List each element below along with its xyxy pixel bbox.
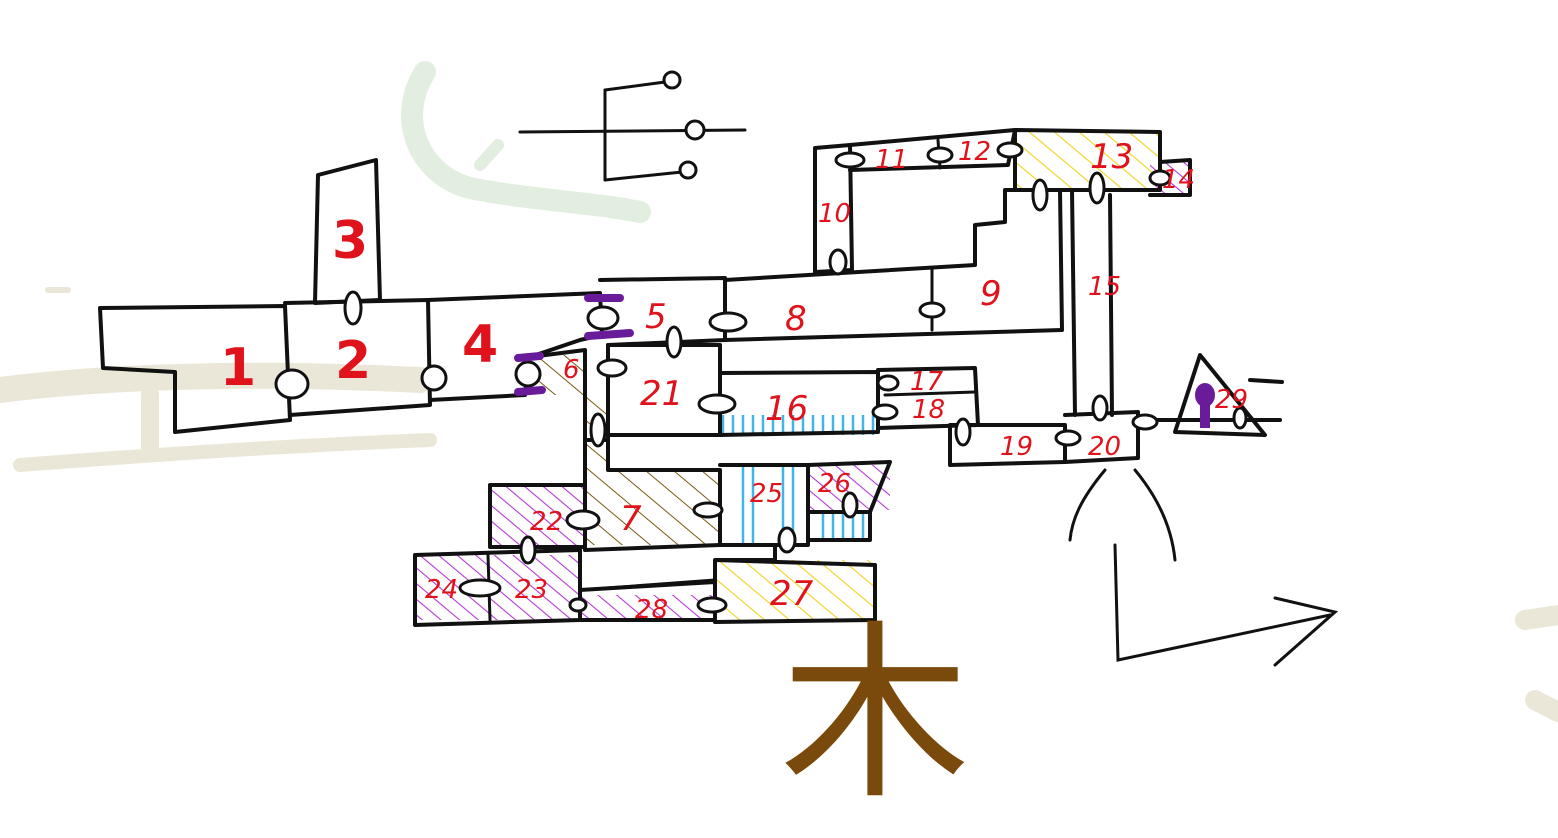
room-label-21: 21 xyxy=(640,374,683,414)
room-1-outline xyxy=(98,304,292,434)
stripe-room-16 xyxy=(720,415,875,435)
room-label-4: 4 xyxy=(462,315,498,375)
room-8-outline xyxy=(723,188,1064,342)
room-label-26: 26 xyxy=(818,469,851,499)
room-28-top xyxy=(578,578,717,592)
room-label-9: 9 xyxy=(980,274,1002,314)
room-15-outline xyxy=(1070,188,1114,417)
room-label-15: 15 xyxy=(1088,272,1121,302)
room-label-3: 3 xyxy=(332,211,368,271)
room-label-11: 11 xyxy=(875,145,908,175)
room-label-13: 13 xyxy=(1090,137,1133,177)
room-label-7: 7 xyxy=(620,499,642,539)
hatch-room-13 xyxy=(1015,130,1160,190)
exit-arrow xyxy=(1068,468,1339,667)
stripe-room-25b xyxy=(778,465,800,545)
room-label-18: 18 xyxy=(912,395,945,425)
room-label-28: 28 xyxy=(635,595,668,625)
room-label-1: 1 xyxy=(220,338,256,398)
doors xyxy=(274,141,1248,614)
hatch-room-28 xyxy=(580,595,715,618)
hatch-room-22 xyxy=(490,485,585,545)
room-22-outline xyxy=(488,483,587,549)
room-13-outline xyxy=(1013,128,1162,192)
room-17-18-outline xyxy=(876,366,980,430)
room-label-5: 5 xyxy=(645,297,667,337)
room-label-2: 2 xyxy=(335,331,371,391)
room-17-divider xyxy=(883,390,977,397)
hatch-room-26 xyxy=(810,465,890,510)
room-label-8: 8 xyxy=(785,299,807,339)
room-label-19: 19 xyxy=(1000,432,1033,462)
room-label-16: 16 xyxy=(765,389,808,429)
room-14-outline xyxy=(1148,158,1192,197)
room-label-29: 29 xyxy=(1215,385,1248,415)
hatch-room-27 xyxy=(715,560,875,620)
special-doors xyxy=(514,294,1215,428)
room-label-22: 22 xyxy=(530,507,563,537)
room-label-17: 17 xyxy=(910,367,944,397)
room-label-10: 10 xyxy=(818,199,851,229)
stripe-room-26 xyxy=(815,512,868,540)
room-label-27: 27 xyxy=(770,574,814,614)
connector-key xyxy=(518,70,747,182)
background-scribbles xyxy=(0,61,1558,722)
room-label-25: 25 xyxy=(750,479,783,509)
room-16-outline xyxy=(718,370,880,437)
room-labels: 1 2 3 4 5 6 7 8 9 10 11 12 13 14 15 16 1… xyxy=(220,137,1248,625)
room-3-outline xyxy=(313,158,382,305)
room-26-outline xyxy=(806,460,892,542)
room-label-24: 24 xyxy=(425,575,458,605)
stripe-room-25 xyxy=(740,465,758,545)
room-label-23: 23 xyxy=(515,575,548,605)
room-label-12: 12 xyxy=(958,137,991,167)
room-label-20: 20 xyxy=(1088,432,1121,462)
room-label-14: 14 xyxy=(1162,165,1195,195)
wood-glyph: 木 xyxy=(780,604,970,825)
room-label-6: 6 xyxy=(563,355,580,385)
room-10-outline xyxy=(813,143,854,274)
